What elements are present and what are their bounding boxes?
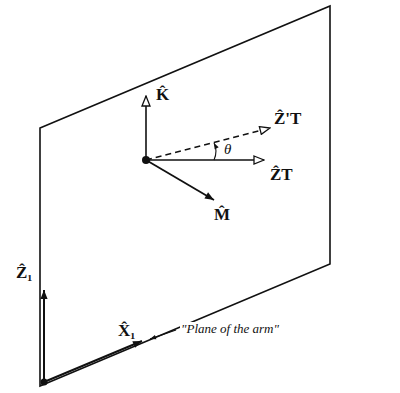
leader-line: [150, 330, 176, 339]
angle-label: θ: [224, 142, 231, 157]
plane-note: "Plane of the arm": [180, 322, 280, 335]
zt-prime-vector: [146, 128, 270, 160]
theta-arc: [214, 143, 216, 160]
vector-label: K̂: [156, 86, 169, 103]
z1-vector: [43, 290, 45, 382]
vector-label: Ẑ'T: [274, 110, 301, 127]
plane-outline: [40, 6, 330, 386]
vector-label: Ẑ₁: [16, 264, 32, 281]
zt-vector: [146, 159, 264, 161]
origin-dot: [41, 379, 48, 386]
k-vector: [145, 96, 147, 160]
vector-label: ẐT: [270, 166, 293, 183]
m-vector: [146, 160, 214, 200]
x1-vector: [44, 341, 142, 382]
vector-label: M̂: [214, 206, 230, 223]
arm-point: [142, 156, 150, 164]
vector-label: X̂₁: [118, 322, 135, 339]
